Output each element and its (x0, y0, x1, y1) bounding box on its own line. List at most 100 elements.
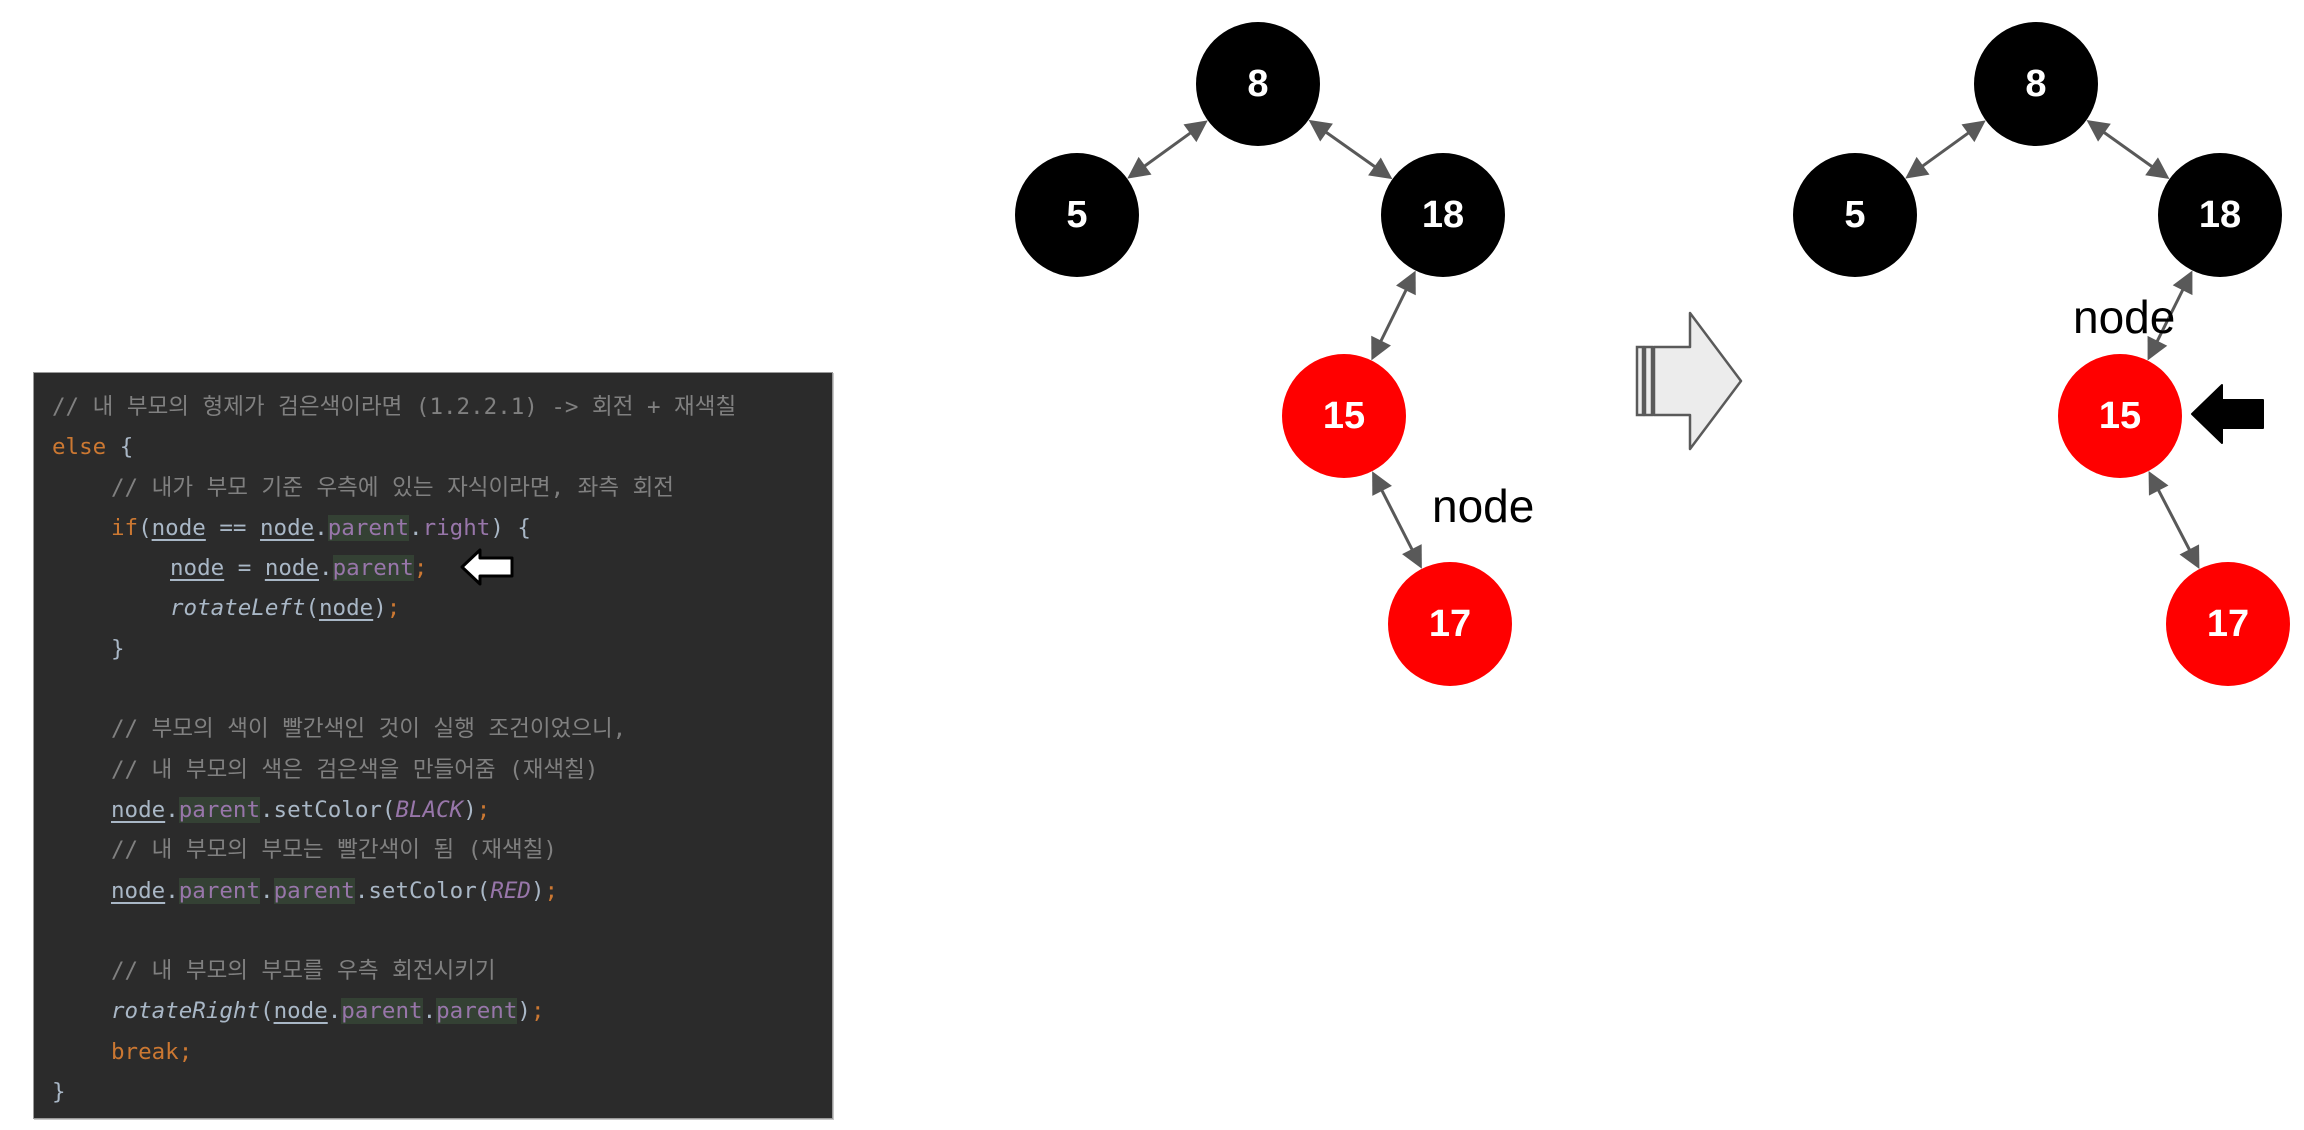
code-token: BLACK (395, 796, 464, 823)
code-token: { (106, 434, 134, 461)
edge-arrowhead (1371, 335, 1391, 361)
node-pointer-label: node (2073, 291, 2175, 343)
tree-node-15: 15 (1282, 354, 1406, 478)
edge-line (1378, 286, 1409, 345)
tree-node-5: 5 (1015, 153, 1139, 277)
tree-edge (2148, 471, 2200, 569)
red-node-circle (1282, 354, 1406, 478)
node-value: 5 (1844, 194, 1865, 236)
tree-node-8: 8 (1196, 22, 1320, 146)
code-token: ; (386, 595, 401, 622)
red-node-circle (1388, 562, 1512, 686)
code-token: . (314, 514, 328, 541)
code-keyword: break; (111, 1038, 193, 1065)
code-token: .setColor( (260, 796, 396, 823)
code-token: } (52, 1079, 66, 1106)
edge-arrowhead (2179, 544, 2200, 569)
code-token: RED (490, 877, 531, 904)
edge-arrowhead (1396, 270, 1416, 296)
edge-arrowhead (1368, 157, 1393, 180)
node-value: 18 (1422, 194, 1464, 236)
code-token: ; (413, 555, 428, 582)
code-blank-line (52, 911, 736, 951)
red-node-circle (2166, 562, 2290, 686)
code-token: node (111, 796, 166, 823)
node-value: 17 (2207, 603, 2249, 645)
code-keyword: if (111, 514, 139, 541)
code-line: node.parent.setColor(BLACK); (52, 790, 736, 830)
code-token: parent (178, 796, 261, 823)
code-listing: // 내 부모의 형제가 검은색이라면 (1.2.2.1) -> 회전 + 재색… (52, 387, 736, 1112)
code-token: ; (476, 796, 491, 823)
black-node-circle (1015, 153, 1139, 277)
code-token: parent (341, 998, 423, 1025)
code-line: // 내가 부모 기준 우측에 있는 자식이라면, 좌측 회전 (52, 468, 736, 508)
code-token: ) (530, 877, 545, 904)
code-token: ) (373, 595, 387, 622)
code-comment: // 내 부모의 형제가 검은색이라면 (1.2.2.1) -> 회전 + 재색… (52, 394, 737, 420)
code-token: } (111, 635, 125, 662)
code-token: right (422, 514, 491, 541)
code-token: . (327, 998, 342, 1025)
tree-edge (1905, 120, 1986, 179)
edge-arrowhead (1905, 156, 1930, 179)
edge-arrowhead (2145, 157, 2170, 180)
code-line: if(node == node.parent.right) { (52, 508, 736, 548)
code-line: } (52, 1072, 736, 1112)
code-panel: // 내 부모의 형제가 검은색이라면 (1.2.2.1) -> 회전 + 재색… (33, 372, 833, 1119)
code-token: parent (436, 998, 518, 1025)
code-token: node (260, 514, 315, 541)
edge-arrowhead (1127, 156, 1152, 179)
code-comment: // 내가 부모 기준 우측에 있는 자식이라면, 좌측 회전 (111, 474, 675, 501)
code-token: node (319, 595, 374, 622)
code-line: break; (52, 1032, 736, 1072)
black-node-circle (1381, 153, 1505, 277)
tree-node-17: 17 (2166, 562, 2290, 686)
code-comment: // 부모의 색이 빨간색인 것이 실행 조건이었으니, (111, 716, 627, 743)
code-token: . (165, 796, 179, 823)
code-line: // 내 부모의 색은 검은색을 만들어줌 (재색칠) (52, 750, 736, 790)
edge-line (2154, 285, 2186, 346)
node-value: 18 (2199, 194, 2241, 236)
code-token: . (260, 877, 274, 904)
code-token: == (205, 514, 261, 541)
code-token: ) (517, 998, 531, 1025)
node-value: 8 (2025, 63, 2046, 105)
tree-edge (1308, 119, 1393, 180)
code-comment: // 내 부모의 부모는 빨간색이 됨 (재색칠) (111, 837, 557, 864)
tree-node-17: 17 (1388, 562, 1512, 686)
code-line: // 내 부모의 부모를 우측 회전시키기 (52, 951, 736, 991)
node-value: 15 (2099, 395, 2141, 437)
code-token: parent (332, 555, 414, 582)
edge-arrowhead (1308, 119, 1333, 142)
edge-line (2155, 486, 2193, 554)
code-line: // 내 부모의 형제가 검은색이라면 (1.2.2.1) -> 회전 + 재색… (52, 387, 736, 427)
tree-node-18: 18 (2158, 153, 2282, 277)
code-line: rotateLeft(node); (52, 588, 736, 628)
code-token: ) (463, 796, 477, 823)
code-token: ; (530, 998, 545, 1025)
code-token: parent (178, 877, 261, 904)
tree-edge (1371, 270, 1416, 361)
current-line-arrow-icon (460, 548, 514, 586)
node-value: 17 (1429, 603, 1471, 645)
code-token: rotateRight (111, 998, 261, 1025)
code-token: ; (544, 877, 559, 904)
edge-arrowhead (1961, 120, 1986, 143)
black-node-circle (1974, 22, 2098, 146)
black-node-circle (2158, 153, 2282, 277)
code-line: rotateRight(node.parent.parent); (52, 991, 736, 1031)
edge-line (2100, 129, 2156, 170)
node-value: 5 (1066, 194, 1087, 236)
edge-arrowhead (2148, 471, 2169, 496)
tree-node-15: 15 (2058, 354, 2182, 478)
edge-arrowhead (1183, 120, 1208, 143)
code-line: node.parent.parent.setColor(RED); (52, 871, 736, 911)
code-line: node = node.parent; (52, 548, 736, 588)
code-token: . (165, 877, 179, 904)
edge-line (1918, 129, 1973, 170)
code-token: ( (305, 595, 320, 622)
code-token: . (319, 555, 333, 582)
